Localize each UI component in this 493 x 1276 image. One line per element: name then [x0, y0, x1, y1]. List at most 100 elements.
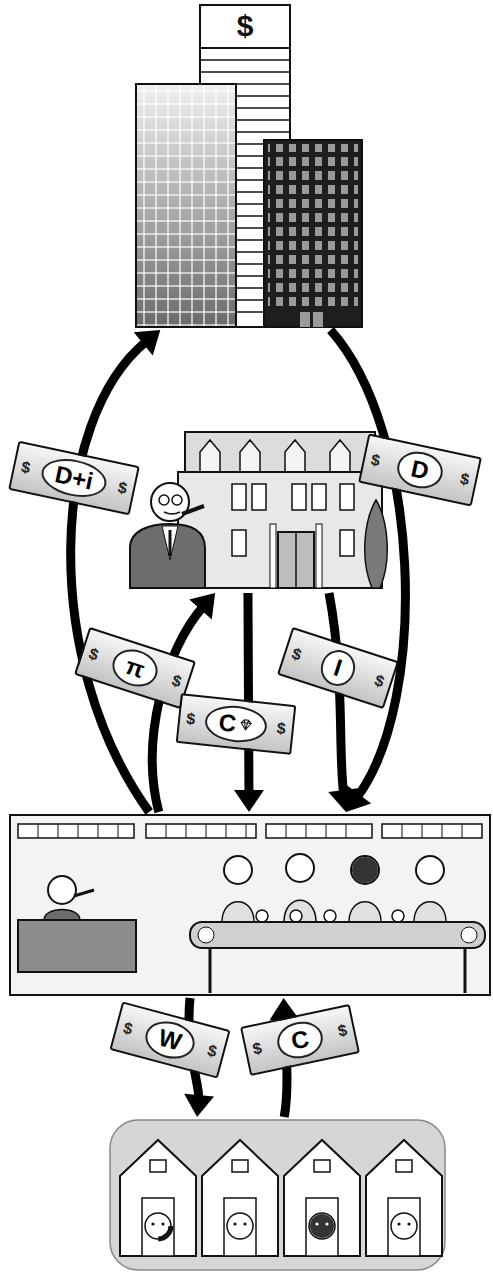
factory-part [414, 902, 446, 922]
households-part [284, 1140, 360, 1256]
factory-part [48, 876, 76, 904]
factory-part [416, 856, 444, 884]
banknote: $D+i$ [8, 441, 140, 516]
mansion-part [178, 472, 382, 588]
households-part [227, 1213, 253, 1239]
mansion-part [200, 440, 350, 472]
dollar-sign: $ [290, 645, 304, 665]
factory-part [352, 857, 378, 883]
factory-part [256, 910, 268, 922]
mansion-part [340, 484, 354, 510]
households-part [366, 1140, 442, 1256]
dollar-sign: $ [251, 1039, 263, 1058]
factory [10, 815, 490, 995]
factory-part [306, 824, 307, 838]
mansion-part [365, 500, 387, 588]
factory-part [186, 824, 187, 838]
households [110, 1120, 445, 1270]
factory-part [58, 824, 59, 838]
mansion-part [295, 532, 297, 588]
mansion-part [164, 512, 180, 514]
mansion-part [232, 484, 246, 510]
factory-part [78, 824, 79, 838]
households-part [325, 1222, 328, 1225]
households-part [306, 1198, 338, 1256]
capitalist-mansion [125, 430, 390, 590]
factory-part [286, 854, 314, 882]
factory-part [290, 910, 302, 922]
bank-sign: $ [200, 10, 290, 42]
banknote-oval: D+i [38, 454, 110, 503]
factory-part [38, 824, 462, 838]
factory-part [324, 910, 336, 922]
bank-buildings-part [313, 312, 323, 327]
dollar-sign: $ [372, 672, 386, 692]
factory-part [266, 824, 372, 838]
dollar-sign: $ [185, 710, 196, 729]
factory-part [422, 824, 423, 838]
bank-building: $ [135, 5, 365, 327]
factory-part [206, 824, 207, 838]
factory-part [10, 815, 490, 995]
banknote-oval: C [203, 703, 269, 745]
banknote-oval: I [316, 646, 360, 691]
factory-part [402, 824, 403, 838]
factory-part [246, 824, 247, 838]
households-part [309, 1213, 335, 1239]
factory-part [442, 824, 443, 838]
flow-label: D+i [52, 460, 95, 495]
arrow-head [184, 1094, 214, 1117]
bank-buildings-part [136, 84, 236, 327]
households-part [120, 1140, 442, 1256]
mansion-part [182, 506, 204, 514]
households-part [145, 1213, 417, 1239]
banknote: $C$ [240, 1004, 360, 1076]
households-part [145, 1213, 171, 1239]
households-part [232, 1160, 248, 1172]
mansion-part [232, 530, 246, 556]
mansion-part [162, 526, 178, 560]
mansion-part [130, 524, 205, 588]
banknote: $C$ [176, 693, 297, 755]
flow-label: I [330, 654, 345, 683]
banknote: $D$ [358, 433, 482, 506]
factory-part [222, 902, 254, 922]
bank-buildings-part [264, 140, 362, 327]
households-part [110, 1120, 445, 1270]
households-part [120, 1140, 196, 1256]
bank-buildings-part [200, 47, 290, 49]
dollar-sign: $ [205, 1041, 218, 1061]
factory-part [18, 824, 134, 838]
factory-part [349, 902, 381, 922]
households-part [145, 1213, 171, 1239]
factory-part [224, 856, 252, 884]
dollar-sign: $ [121, 1019, 134, 1039]
factory-part [284, 900, 316, 922]
factory-part [326, 824, 327, 838]
dollar-sign: $ [169, 672, 183, 692]
mansion-part [185, 432, 375, 472]
mansion-part [278, 532, 314, 588]
factory-part [462, 824, 463, 838]
bank-buildings-part [268, 144, 358, 309]
households-part [151, 1222, 410, 1225]
factory-part [18, 824, 482, 838]
households-part [150, 1160, 166, 1172]
households-part [407, 1222, 410, 1225]
households-part [142, 1198, 174, 1256]
banknote-oval: C [274, 1018, 326, 1063]
mansion-part [172, 495, 182, 505]
households-part [142, 1160, 420, 1256]
households-part [388, 1198, 420, 1256]
factory-part [98, 824, 99, 838]
mansion-part [312, 484, 326, 510]
factory [10, 815, 490, 995]
dollar-sign: $ [369, 451, 381, 470]
factory-part [198, 927, 214, 943]
households-part [315, 1222, 318, 1225]
factory-part [351, 856, 379, 884]
mansion [130, 432, 387, 588]
mansion-part [340, 530, 354, 556]
banknote: $ I $ [277, 627, 399, 709]
